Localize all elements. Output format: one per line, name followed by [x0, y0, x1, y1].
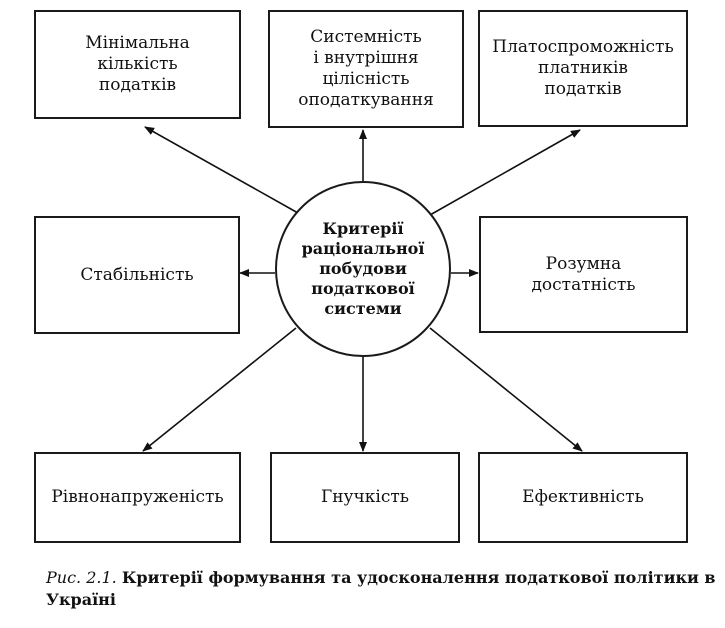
arrow-to-min-taxes: [144, 126, 299, 214]
figure-caption-text: Критерії формування та удосконалення под…: [46, 568, 716, 609]
arrow-to-solvency: [429, 129, 581, 216]
box-min-taxes: Мінімальна кількість податків: [34, 10, 241, 119]
box-flexibility: Гнучкість: [270, 452, 460, 543]
box-stability-label: Стабільність: [80, 264, 194, 285]
box-sufficiency-label: Розумна достатність: [531, 253, 636, 295]
arrow-to-efficiency: [429, 327, 583, 452]
box-flexibility-label: Гнучкість: [320, 487, 410, 507]
center-circle-label: Критерії раціональної побудови податково…: [301, 219, 425, 318]
box-efficiency: Ефективність: [478, 452, 688, 543]
box-solvency: Платоспроможність платників податків: [478, 10, 688, 127]
box-equal-tension: Рівнонапруженість: [34, 452, 241, 543]
arrow-to-equal-tension: [142, 327, 297, 452]
figure-caption: Рис. 2.1. Критерії формування та удоскон…: [46, 567, 716, 611]
box-systemic-label: Системність і внутрішня цілісність опода…: [298, 27, 434, 110]
box-sufficiency: Розумна достатність: [479, 216, 688, 333]
figure-caption-label: Рис. 2.1.: [46, 568, 117, 587]
box-stability: Стабільність: [34, 216, 240, 334]
box-min-taxes-label: Мінімальна кількість податків: [85, 33, 190, 95]
box-solvency-label: Платоспроможність платників податків: [492, 37, 674, 99]
center-circle: Критерії раціональної побудови податково…: [275, 181, 451, 357]
box-systemic: Системність і внутрішня цілісність опода…: [268, 10, 464, 128]
box-efficiency-label: Ефективність: [522, 487, 644, 507]
box-equal-tension-label: Рівнонапруженість: [51, 487, 224, 507]
